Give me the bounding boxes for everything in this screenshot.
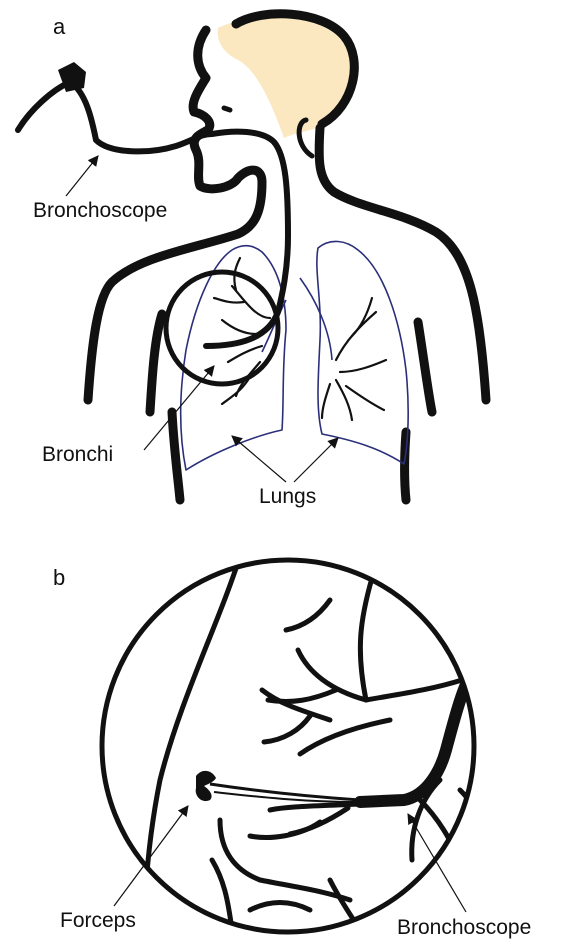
forceps-cable: [210, 784, 360, 800]
pointer-lungs-left: [232, 436, 286, 482]
callout-lungs: Lungs: [259, 485, 316, 508]
eye: [224, 108, 230, 110]
pointer-lungs-right: [294, 438, 338, 482]
callout-bronchoscope-b: Bronchoscope: [397, 916, 531, 939]
forceps-jaws: [196, 771, 216, 801]
magnified-bronchoscope: [360, 676, 470, 802]
magnified-view-circle: [102, 560, 474, 932]
magnified-airways: [144, 556, 480, 930]
arm-left-outline: [150, 314, 180, 500]
panel-b-label: b: [53, 565, 65, 590]
pointer-bronchoscope-a: [66, 156, 98, 196]
callout-forceps: Forceps: [60, 909, 136, 932]
callout-bronchoscope-a: Bronchoscope: [33, 199, 167, 222]
callout-bronchi: Bronchi: [42, 443, 113, 466]
panel-a: a: [18, 14, 486, 508]
shoulder-right-outline: [319, 128, 486, 400]
panel-a-label: a: [53, 14, 66, 39]
panel-b: b: [53, 556, 531, 939]
magnification-circle: [166, 272, 278, 384]
